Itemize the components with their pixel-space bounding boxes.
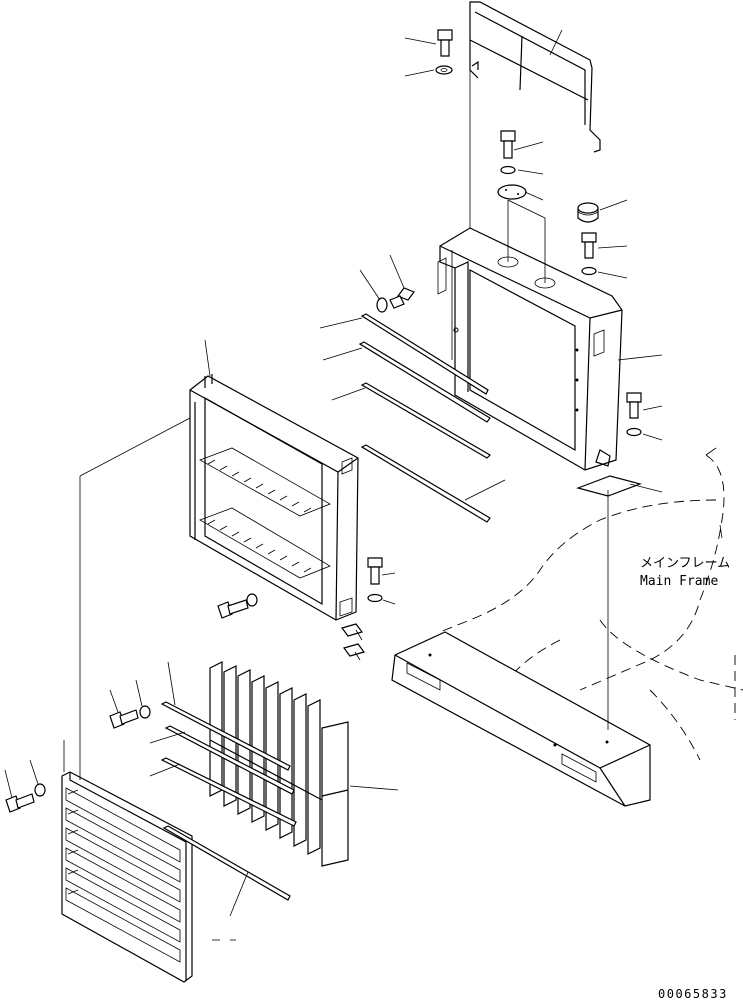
bolt-guard-left (217, 599, 249, 619)
washer-guard-left (246, 593, 258, 607)
bolt-top (437, 29, 453, 57)
washer-top (435, 65, 453, 75)
main-frame-label-jp: メインフレーム (640, 556, 730, 571)
washer-right-2 (626, 427, 642, 437)
washer-guard-right (367, 593, 383, 603)
bolt-upper-middle (389, 287, 415, 309)
bracket-plate (576, 475, 642, 497)
bolt-cap-plate (500, 130, 516, 159)
assembly-lines (79, 70, 609, 780)
washer-right-1 (581, 266, 597, 276)
clips (340, 623, 366, 657)
radiator-shroud (437, 227, 623, 471)
leader-lines (4, 29, 723, 941)
frame-cross-beam (391, 631, 651, 807)
guard-frame (189, 374, 359, 621)
washer-panel (34, 783, 46, 797)
handrail (469, 1, 601, 153)
bolt-grille (109, 709, 139, 729)
bolt-guard-right (367, 557, 383, 585)
bolt-right-1 (581, 232, 597, 259)
cap-plate (497, 184, 527, 200)
front-grille-panel (61, 771, 193, 983)
washer-cap-plate (500, 165, 516, 175)
washer-upper-middle (376, 297, 388, 313)
drawing-number: 00065833 (658, 987, 728, 1001)
washer-grille (139, 705, 151, 719)
seal-strips (358, 313, 491, 523)
radiator-cap (577, 202, 599, 223)
grille-rods (160, 701, 297, 827)
main-frame-outline (439, 454, 743, 761)
main-frame-label-en: Main Frame (640, 574, 718, 589)
bolt-right-2 (626, 392, 642, 419)
bolt-panel (5, 793, 35, 813)
